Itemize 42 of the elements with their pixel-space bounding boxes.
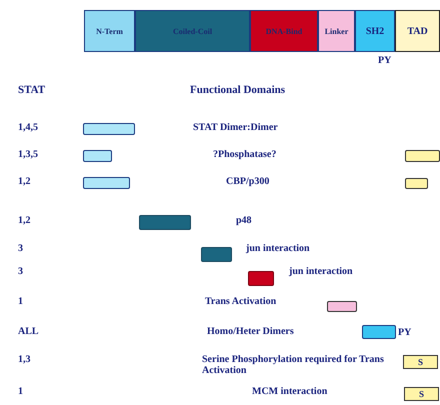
domain-bar [83,177,130,189]
domain-bar [139,215,191,230]
domain-bar [83,150,112,162]
function-label: STAT Dimer:Dimer [193,122,278,133]
function-label: ?Phosphatase? [213,149,276,160]
function-label: jun interaction [289,266,353,277]
domain-bar [405,178,428,189]
domain-bar [201,247,232,262]
domain-bar [405,150,440,162]
domain-segment: Linker [318,10,355,52]
stat-number: 1 [18,386,23,397]
function-label: Serine Phosphorylation required for Trans Activation [202,354,385,376]
phospho-label: PY [398,327,412,338]
domain-segment: SH2 [355,10,395,52]
function-label: Homo/Heter Dimers [207,326,294,337]
function-label: p48 [236,215,252,226]
stat-number: 1,2 [18,176,30,187]
domain-segment: DNA-Bind [250,10,318,52]
domain-bar: S [404,387,439,401]
stat-number: 3 [18,243,23,254]
stat-number: 1,3,5 [18,149,38,160]
domain-segment: N-Term [84,10,135,52]
stat-number: 1,4,5 [18,122,38,133]
domain-bar: S [403,355,438,369]
domain-bar [362,325,396,339]
domain-bar [83,123,135,135]
domain-bar [327,301,357,312]
function-label: MCM interaction [252,386,328,397]
stat-number: 1 [18,296,23,307]
domain-segment: Coiled-Coil [135,10,250,52]
column-header: STAT [18,84,46,96]
column-header: Functional Domains [190,84,286,96]
domain-segment: TAD [395,10,440,52]
stat-number: ALL [18,326,39,337]
stat-number: 1,2 [18,215,30,226]
stat-number: 1,3 [18,354,30,365]
function-label: jun interaction [246,243,310,254]
function-label: CBP/p300 [226,176,270,187]
domain-bar [248,271,274,286]
stat-number: 3 [18,266,23,277]
phospho-label: PY [378,55,392,66]
function-label: Trans Activation [205,296,276,307]
